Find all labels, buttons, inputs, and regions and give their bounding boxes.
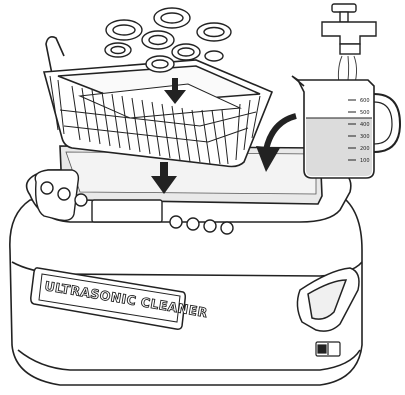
panel-button[interactable] <box>40 181 54 195</box>
scale-label: 500 <box>360 110 370 116</box>
scale-label: 300 <box>360 134 370 140</box>
side-handle <box>296 267 360 332</box>
measuring-beaker <box>291 75 402 179</box>
faucet-icon <box>321 3 377 55</box>
panel-button[interactable] <box>203 219 217 233</box>
scale-label: 200 <box>360 146 370 152</box>
scale-label: 600 <box>360 98 370 104</box>
basket-handle[interactable] <box>45 36 65 75</box>
scale-label: 100 <box>360 158 370 164</box>
panel-button[interactable] <box>74 193 88 207</box>
curved-arrow-icon <box>256 113 297 172</box>
scale-label: 400 <box>360 122 370 128</box>
jewelry-items <box>104 7 232 73</box>
panel-button[interactable] <box>169 215 183 229</box>
display-screen <box>91 199 163 223</box>
power-switch[interactable] <box>315 341 341 357</box>
arrow-down-icon <box>164 78 186 104</box>
panel-button[interactable] <box>220 221 234 235</box>
arrow-down-icon <box>151 162 177 194</box>
panel-buttons <box>40 181 234 235</box>
panel-button[interactable] <box>186 217 200 231</box>
beaker-scale: 600 500 400 300 200 100 <box>360 98 370 164</box>
basket <box>42 36 274 168</box>
panel-button[interactable] <box>57 187 71 201</box>
